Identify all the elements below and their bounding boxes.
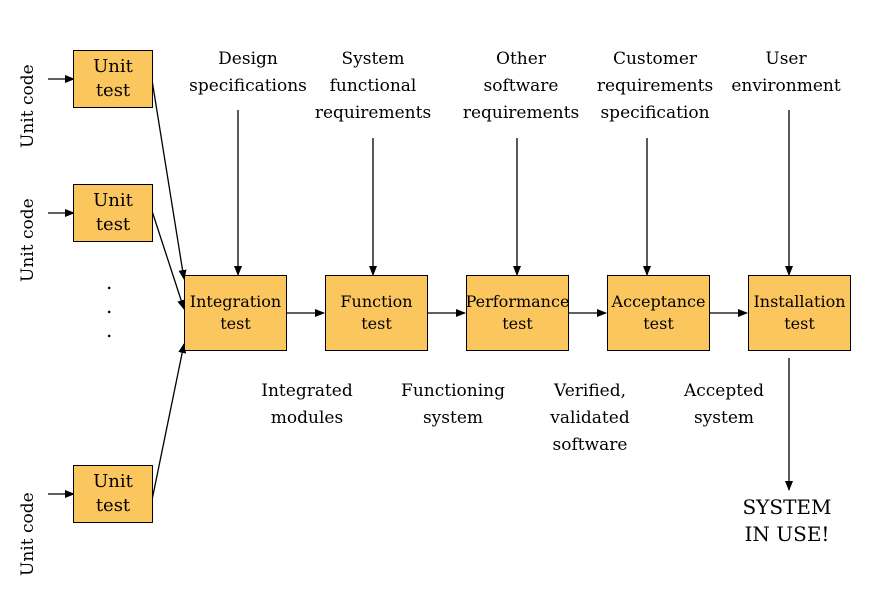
ellipsis-vertical: . . . [106,270,112,342]
output-functioning-system: Functioning system [401,378,505,432]
stage-line1: Integration [189,292,282,312]
stage-line2: test [220,314,251,333]
stage-line2: test [643,314,674,333]
input-other-software-requirements: Other software requirements [463,46,579,128]
input-user-environment: User environment [731,46,840,100]
input-design-specifications: Design specifications [189,46,307,100]
final-line: SYSTEM [742,495,832,519]
output-line: system [422,408,484,429]
output-line: Functioning [401,381,505,401]
stage-line1: Performance [465,292,570,312]
input-line: specifications [189,76,307,97]
unit-test-box-2: Unit test [73,184,153,242]
function-test-box: Function test [325,275,428,351]
output-accepted-system: Accepted system [684,378,764,432]
integration-test-box: Integration test [184,275,287,351]
stage-line2: test [361,314,392,333]
output-line: modules [270,408,344,429]
arrow-unit2-integration [151,210,186,310]
unit-test-box-1: Unit test [73,50,153,108]
input-line: requirements [462,103,580,124]
output-line: software [552,435,628,456]
installation-test-box: Installation test [748,275,851,351]
unit-test-line2: test [95,80,131,101]
input-customer-requirements-specification: Customer requirements specification [597,46,713,128]
ellipsis-dot: . [106,318,113,342]
ellipsis-dot: . [106,270,113,294]
input-line: requirements [314,103,432,124]
output-line: Accepted [683,381,765,401]
input-line: functional [329,76,417,97]
arrow-unit3-integration [151,343,187,501]
output-line: system [693,408,755,429]
final-line: IN USE! [744,522,830,546]
input-system-functional-requirements: System functional requirements [315,46,431,128]
output-line: validated [550,408,630,429]
input-line: Other [496,49,546,69]
input-line: Design [218,49,278,69]
stage-line2: test [784,314,815,333]
stage-line1: Acceptance [611,292,706,312]
system-in-use-label: SYSTEM IN USE! [742,494,831,548]
unit-test-box-3: Unit test [73,465,153,523]
input-line: specification [600,103,710,124]
unit-code-label-2: Unit code [18,198,38,282]
unit-test-line1: Unit [93,189,133,211]
output-verified-validated-software: Verified, validated software [550,378,629,460]
input-line: System [341,49,405,69]
input-line: environment [731,76,841,97]
unit-test-line1: Unit [93,55,133,77]
ellipsis-dot: . [106,294,113,318]
arrow-unit1-integration [151,79,187,280]
stage-line1: Function [340,292,413,312]
performance-test-box: Performance test [466,275,569,351]
output-integrated-modules: Integrated modules [261,378,352,432]
output-line: Integrated [261,381,353,401]
unit-test-line2: test [95,214,131,235]
input-line: software [483,76,559,97]
output-line: Verified, [553,381,627,401]
unit-code-label-1: Unit code [18,64,38,148]
unit-test-line1: Unit [93,470,133,492]
stage-line2: test [502,314,533,333]
input-line: User [765,49,807,69]
stage-line1: Installation [753,292,846,312]
input-line: requirements [596,76,714,97]
unit-code-label-3: Unit code [18,492,38,576]
acceptance-test-box: Acceptance test [607,275,710,351]
unit-test-line2: test [95,495,131,516]
input-line: Customer [612,49,698,69]
